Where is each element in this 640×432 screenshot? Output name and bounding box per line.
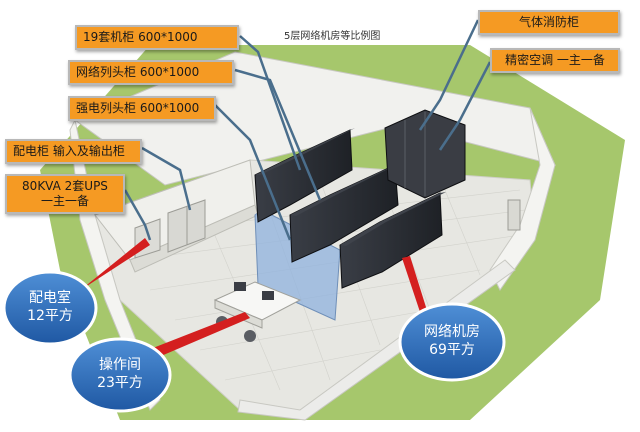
network-room-area: 69平方	[429, 342, 475, 358]
label-network-head-cabinet: 网络列头柜 600*1000	[68, 60, 234, 85]
label-cabinets-19: 19套机柜 600*1000	[75, 25, 239, 50]
operation-room-bubble	[68, 337, 172, 413]
power-room-area: 12平方	[27, 308, 73, 324]
network-room-bubble	[398, 302, 506, 382]
server-row-2	[289, 163, 400, 263]
door-right	[507, 199, 521, 231]
network-room-label: 网络机房 69平方	[408, 323, 496, 359]
power-room-bubble	[2, 270, 98, 346]
label-gas-fire-cabinet: 气体消防柜	[478, 10, 620, 35]
server-row-1	[254, 128, 355, 223]
label-precision-ac: 精密空调 一主一备	[490, 48, 620, 73]
label-ups-line2: 一主一备	[40, 194, 89, 208]
operation-room-label: 操作间 23平方	[80, 356, 160, 392]
outer-wall-front	[237, 259, 516, 421]
operation-room-name: 操作间	[99, 357, 141, 373]
power-room-label: 配电室 12平方	[14, 289, 86, 325]
label-pointers	[123, 19, 492, 241]
label-ups-line1: 80KVA 2套UPS	[22, 179, 108, 193]
label-ups: 80KVA 2套UPS 一主一备	[5, 174, 125, 214]
operation-room-area: 23平方	[97, 375, 143, 391]
server-row-3	[339, 192, 446, 289]
network-room-name: 网络机房	[424, 324, 480, 340]
ac-units	[384, 109, 466, 199]
label-distribution-cabinet: 配电柜 输入及输出柜	[5, 139, 142, 164]
power-room-name: 配电室	[29, 290, 71, 306]
bubble-pointers	[62, 238, 430, 365]
diagram-title: 5层网络机房等比例图	[284, 31, 381, 42]
label-power-head-cabinet: 强电列头柜 600*1000	[68, 96, 216, 121]
